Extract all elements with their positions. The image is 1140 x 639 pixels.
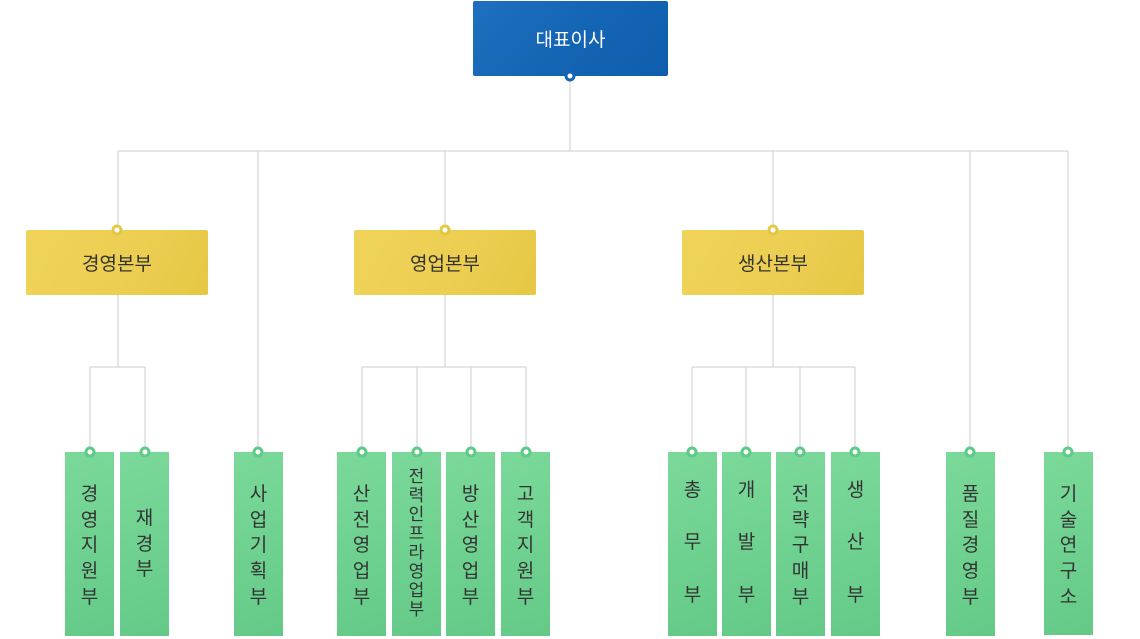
dept-label: 방산영업부 (461, 483, 480, 608)
dept-connector-dot (84, 446, 96, 458)
dept-strategic-purchasing: 전략구매부 (776, 452, 825, 636)
dept-label: 총무부 (683, 479, 702, 606)
dept-label: 전략구매부 (791, 483, 810, 608)
division-connector-dot (767, 224, 779, 236)
dept-management-support: 경영지원부 (65, 452, 114, 636)
dept-label: 전력인프라영업부 (408, 467, 425, 621)
dept-finance: 재경부 (120, 452, 169, 636)
dept-development: 개발부 (722, 452, 771, 636)
dept-power-infra-sales: 전력인프라영업부 (392, 452, 441, 636)
division-label: 영업본부 (410, 253, 480, 275)
dept-label: 산전영업부 (352, 483, 371, 608)
division-connector-dot (439, 224, 451, 236)
dept-label: 경영지원부 (80, 483, 99, 608)
dept-connector-dot (520, 446, 532, 458)
dept-connector-dot (686, 446, 698, 458)
dept-connector-dot (252, 446, 264, 458)
division-label: 경영본부 (82, 253, 152, 275)
dept-industrial-sales: 산전영업부 (337, 452, 386, 636)
dept-connector-dot (964, 446, 976, 458)
ceo-box: 대표이사 (473, 1, 668, 76)
division-management: 경영본부 (26, 230, 208, 295)
ceo-label: 대표이사 (535, 29, 606, 51)
dept-connector-dot (411, 446, 423, 458)
dept-technology-lab: 기술연구소 (1044, 452, 1093, 635)
dept-connector-dot (849, 446, 861, 458)
dept-connector-dot (740, 446, 752, 458)
division-sales: 영업본부 (354, 230, 536, 295)
dept-connector-dot (139, 446, 151, 458)
division-connector-dot (111, 224, 123, 236)
dept-quality-management: 품질경영부 (946, 452, 995, 636)
division-production: 생산본부 (682, 230, 864, 295)
dept-label: 사업기획부 (249, 483, 268, 608)
dept-connector-dot (465, 446, 477, 458)
dept-label: 고객지원부 (516, 483, 535, 608)
dept-label: 품질경영부 (961, 483, 980, 608)
dept-label: 개발부 (737, 479, 756, 606)
dept-production: 생산부 (831, 452, 880, 636)
dept-connector-dot (356, 446, 368, 458)
dept-general-affairs: 총무부 (668, 452, 717, 636)
dept-label: 재경부 (135, 507, 154, 581)
dept-connector-dot (794, 446, 806, 458)
dept-defense-sales: 방산영업부 (446, 452, 495, 636)
ceo-connector-dot (564, 70, 576, 82)
dept-connector-dot (1062, 446, 1074, 458)
dept-label: 기술연구소 (1059, 483, 1078, 608)
division-label: 생산본부 (738, 253, 808, 275)
dept-label: 생산부 (846, 479, 865, 606)
dept-customer-support: 고객지원부 (501, 452, 550, 636)
dept-business-planning: 사업기획부 (234, 452, 283, 636)
